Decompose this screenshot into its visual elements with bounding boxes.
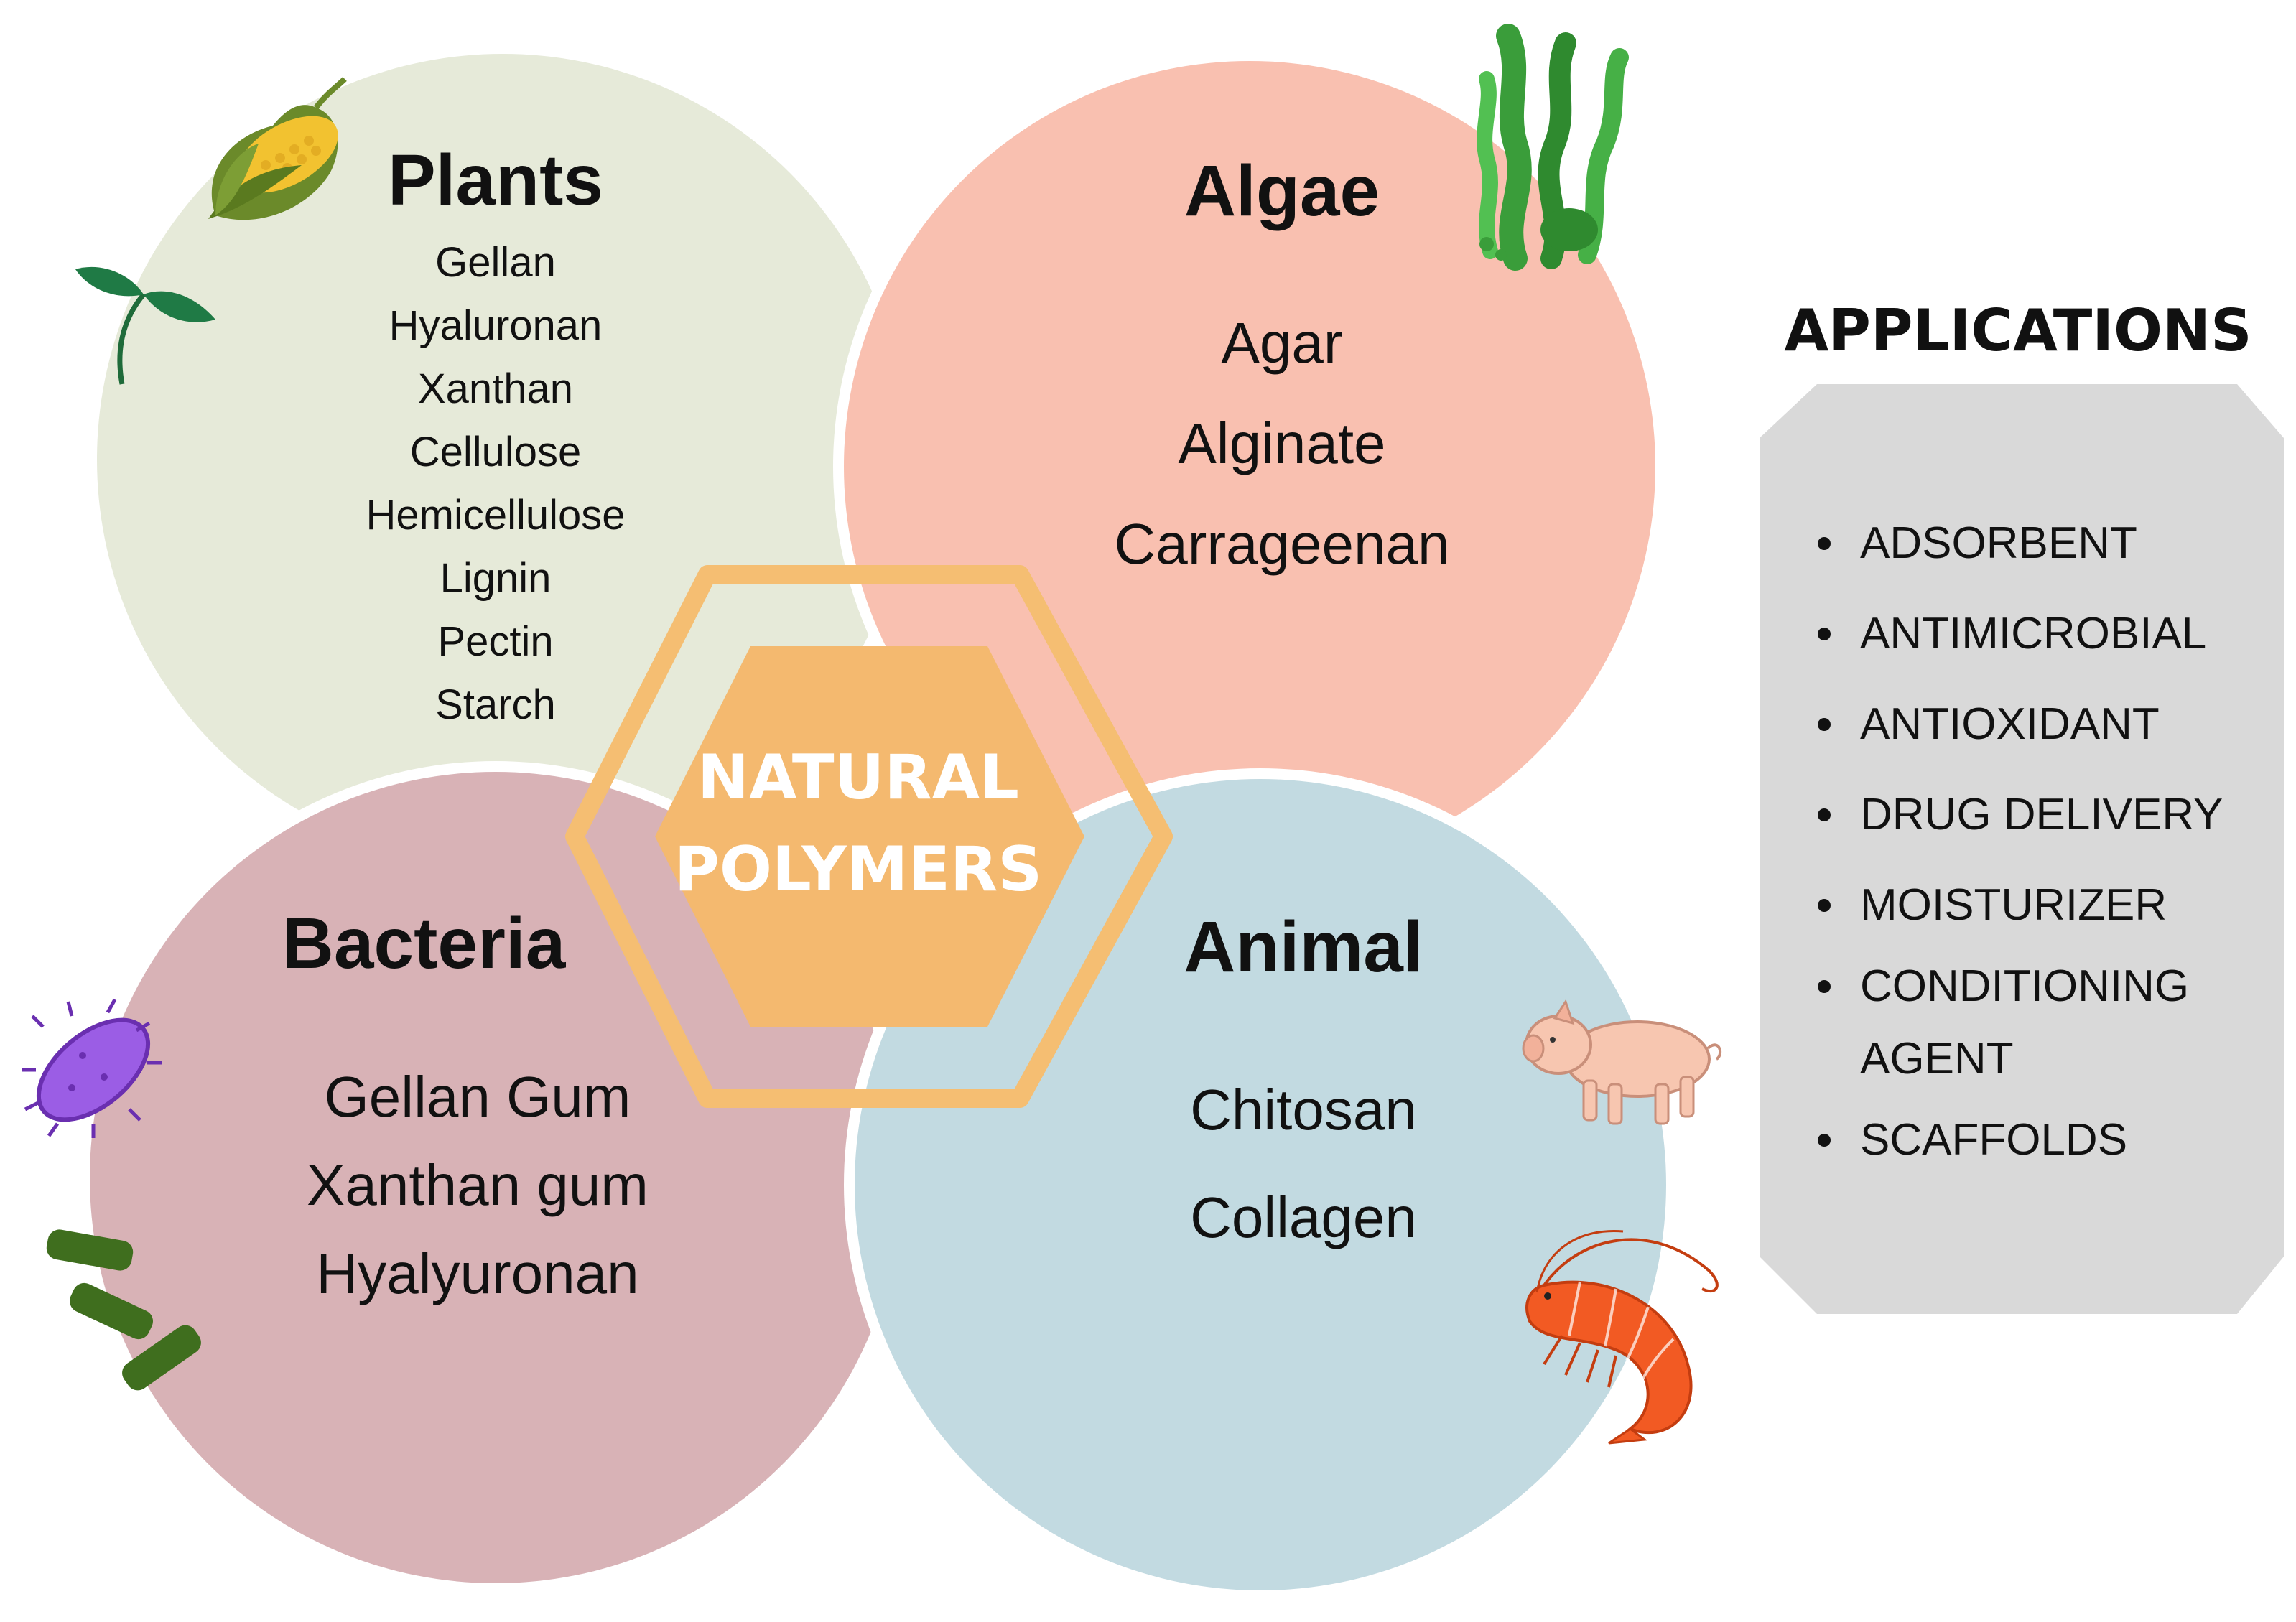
algae-item: Carrageenan [1115,512,1450,576]
algae-circle [833,50,1666,883]
pig-icon [1522,999,1722,1125]
animal-title: Animal [1184,907,1423,987]
applications-title: APPLICATIONS [1784,297,2251,364]
plants-item: Gellan [435,239,556,286]
applications-item: CONDITIONING [1860,961,2189,1011]
bacteria-item: Gellan Gum [325,1065,631,1129]
animal-item: Chitosan [1190,1078,1417,1142]
bullet [1818,628,1831,640]
plants-item: Hemicellulose [366,492,625,539]
applications-item: DRUG DELIVERY [1860,790,2223,839]
plants-item: Starch [435,681,556,728]
shrimp-icon [1525,1229,1719,1445]
bacteria-circle [79,761,912,1594]
center-hexagon [655,646,1084,1027]
applications-list: ADSORBENT ANTIMICROBIAL ANTIOXIDANT DRUG… [1818,518,2223,1165]
center-label-line1: NATURAL [697,742,1019,814]
algae-item: Agar [1222,311,1343,375]
rod-bacteria-icon [46,1229,201,1391]
center-hexagon-outline [565,565,1173,1108]
applications-panel [1760,384,2284,1314]
applications-item: SCAFFOLDS [1860,1115,2127,1165]
bullet [1818,980,1831,993]
applications-item: ADSORBENT [1860,518,2137,568]
animal-circle [844,768,1677,1601]
sprout-icon [75,266,215,385]
seaweed-icon [1477,24,1629,271]
plants-circle [86,43,919,876]
bullet [1818,1134,1831,1147]
bacteria-title: Bacteria [282,903,567,984]
applications-item: ANTIMICROBIAL [1860,609,2206,658]
bacteria-item: Hyalyuronan [316,1241,638,1305]
center-label-line2: POLYMERS [674,834,1042,905]
applications-item: AGENT [1860,1034,2014,1083]
bullet [1818,718,1831,731]
bacterium-icon [22,998,162,1138]
animal-item: Collagen [1190,1185,1417,1249]
plants-item: Lignin [440,555,552,602]
bullet [1818,899,1831,912]
plants-item: Pectin [437,618,553,665]
applications-item: ANTIOXIDANT [1860,699,2160,749]
bacteria-item: Xanthan gum [307,1153,649,1217]
bullet [1818,537,1831,550]
corn-icon [208,77,347,220]
algae-item: Alginate [1178,411,1385,475]
plants-item: Xanthan [418,365,573,412]
plants-item: Cellulose [410,429,582,475]
plants-item: Hyaluronan [389,302,603,349]
algae-title: Algae [1184,151,1380,231]
applications-item: MOISTURIZER [1860,880,2167,930]
bullet [1818,808,1831,821]
plants-title: Plants [388,140,603,220]
